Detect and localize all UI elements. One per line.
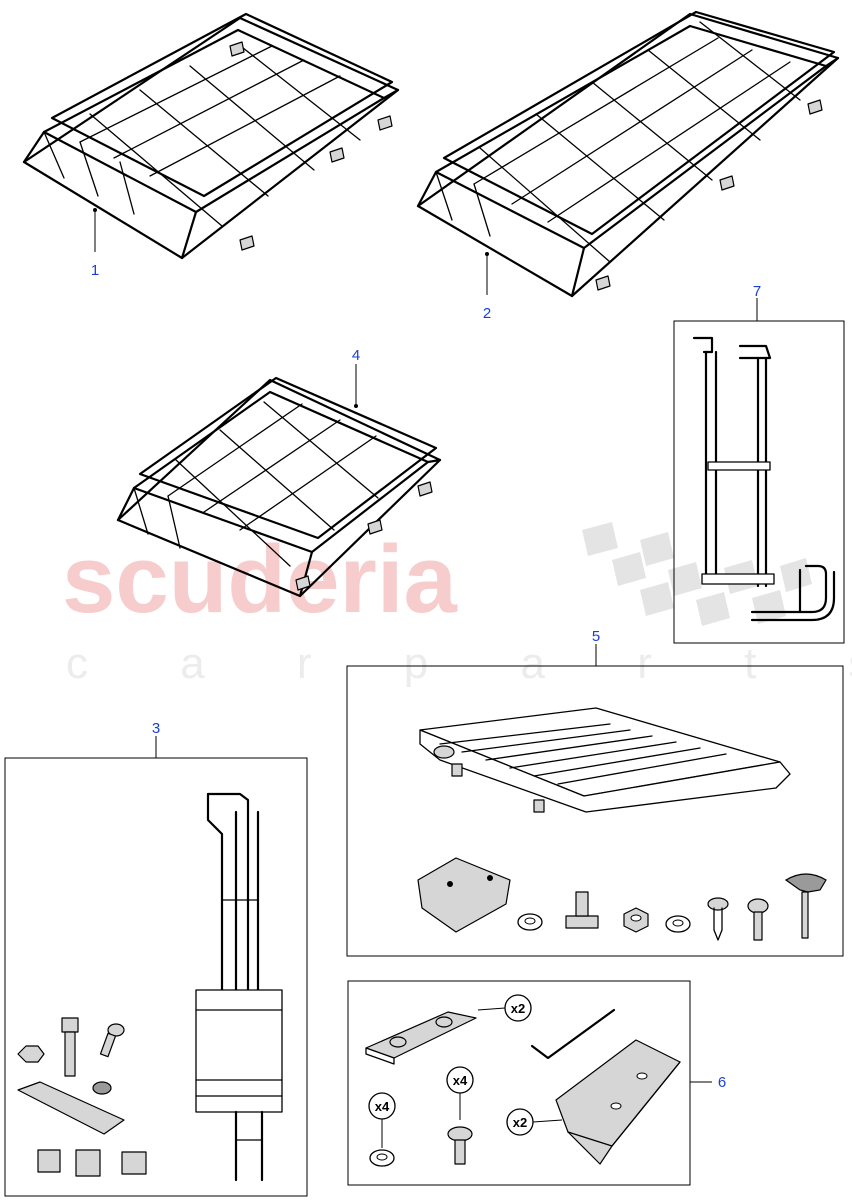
roof-rack-1 bbox=[22, 12, 400, 260]
adapter-bracket bbox=[555, 1039, 681, 1165]
callout-4: 4 bbox=[352, 347, 360, 364]
callout-3: 3 bbox=[152, 720, 160, 737]
roof-rack-2 bbox=[416, 10, 840, 298]
self-tapping-screw bbox=[707, 897, 729, 911]
watermark: scuderia c a r p a r t s bbox=[62, 522, 852, 688]
star-knob bbox=[784, 873, 827, 893]
pad-plate bbox=[365, 1011, 477, 1059]
mounting-strap bbox=[17, 1081, 125, 1135]
qty-adapter-bracket: x2 bbox=[513, 1115, 527, 1130]
ladder-kit-3 bbox=[4, 757, 308, 1197]
box-7 bbox=[673, 320, 845, 644]
ladder-frame bbox=[206, 792, 250, 992]
callout-leaders bbox=[93, 208, 758, 1083]
box-6 bbox=[347, 980, 691, 1186]
callout-7: 7 bbox=[753, 283, 761, 300]
rivet-nut bbox=[75, 1149, 101, 1177]
callout-2: 2 bbox=[483, 305, 491, 322]
logo-badge-icon bbox=[433, 745, 455, 759]
qty-bolt: x4 bbox=[453, 1073, 468, 1088]
qty-washer: x4 bbox=[375, 1099, 390, 1114]
mounting-bracket bbox=[417, 857, 511, 933]
ladder-7 bbox=[673, 320, 845, 644]
t-bolt bbox=[565, 915, 599, 929]
hex-nut bbox=[17, 1045, 45, 1063]
allen-key bbox=[530, 1008, 616, 1060]
button-head-bolt bbox=[747, 898, 769, 914]
fitting-kit-6: x2 x4 x4 x2 bbox=[347, 980, 691, 1186]
roof-rack-4 bbox=[116, 376, 442, 598]
watermark-tagline: c a r p a r t s bbox=[66, 639, 852, 688]
p-clip bbox=[37, 1149, 61, 1173]
flange-bolt bbox=[447, 1126, 473, 1142]
qty-pad-plate: x2 bbox=[511, 1001, 525, 1016]
callout-1: 1 bbox=[91, 262, 99, 279]
box-5 bbox=[346, 665, 844, 957]
small-washer bbox=[92, 1081, 112, 1095]
cap-screw bbox=[61, 1017, 79, 1033]
callout-6: 6 bbox=[718, 1074, 726, 1091]
platform-rack-5 bbox=[346, 665, 844, 957]
spacer-nut bbox=[121, 1151, 147, 1175]
checkered-flag-icon bbox=[582, 522, 812, 626]
callout-labels: 1 2 3 4 5 6 7 bbox=[91, 262, 761, 1091]
callout-5: 5 bbox=[592, 628, 600, 645]
